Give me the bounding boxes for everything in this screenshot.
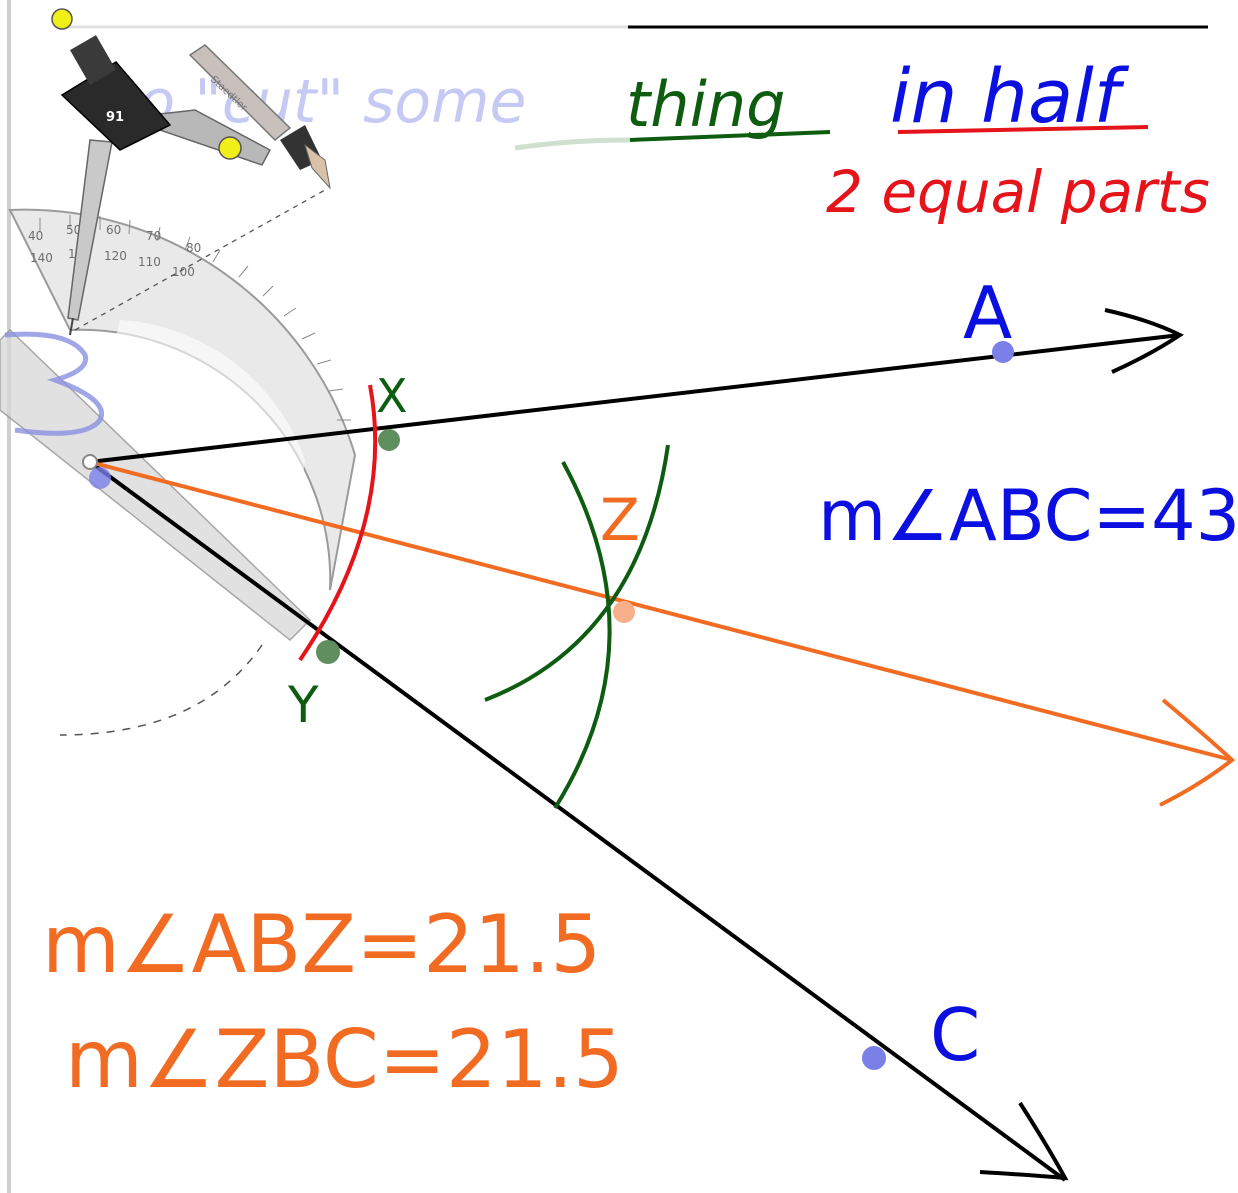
dashed-arc	[59, 644, 263, 736]
label-c: C	[930, 993, 980, 1077]
protractor-label-60: 60	[106, 223, 121, 237]
ruler-handle[interactable]	[51, 8, 73, 30]
bisector-arrowhead	[1159, 698, 1236, 807]
point-y[interactable]	[316, 640, 340, 664]
ray-bz-bisector	[89, 460, 1233, 762]
compass-top-knob	[70, 35, 116, 85]
protractor-label-110: 110	[138, 255, 161, 269]
point-z[interactable]	[613, 601, 635, 623]
in-half-underline	[897, 125, 1149, 134]
label-a: A	[963, 271, 1012, 355]
protractor-label-80: 80	[186, 241, 201, 255]
compass-icon[interactable]: Staedtler 91	[60, 35, 331, 336]
protractor-ticks	[39, 215, 351, 421]
compass-pencil	[188, 44, 292, 142]
arc-from-y-green	[484, 444, 670, 702]
protractor-inner-window	[100, 320, 305, 575]
protractor-label-120: 120	[104, 249, 127, 263]
ray-ba-arrowhead	[1104, 308, 1184, 374]
compass-readout: 91	[106, 110, 124, 125]
measure-abz: m∠ABZ=21.5	[42, 898, 601, 991]
measure-zbc: m∠ZBC=21.5	[65, 1013, 624, 1106]
protractor-label-140: 140	[30, 251, 53, 265]
ruler-straightedge[interactable]	[0, 328, 312, 642]
compass-leg-left	[67, 139, 113, 321]
protractor-label-70: 70	[146, 229, 161, 243]
thing-underline	[629, 130, 831, 142]
measure-abc: m∠ABC=43°	[818, 475, 1238, 557]
compass-dashed-guide	[74, 189, 326, 331]
compass-pencil-tip	[304, 143, 331, 190]
label-x: X	[376, 369, 408, 423]
label-y: Y	[287, 676, 319, 734]
arc-xy-red	[298, 384, 378, 662]
faint-underline	[514, 137, 631, 151]
compass-needle	[69, 317, 74, 336]
ray-bc-arrowhead	[979, 1101, 1069, 1181]
subtitle-equal-parts: 2 equal parts	[826, 158, 1210, 226]
protractor-label-50: 50	[66, 223, 81, 237]
point-a[interactable]	[992, 341, 1014, 363]
point-c[interactable]	[862, 1046, 886, 1070]
protractor-label-40: 40	[28, 229, 43, 243]
point-b-vertex	[82, 454, 98, 470]
protractor-label-100: 100	[172, 265, 195, 279]
label-z: Z	[600, 486, 640, 554]
point-b[interactable]	[89, 467, 111, 489]
ray-bc	[88, 460, 1067, 1182]
arc-from-x-green	[553, 461, 612, 810]
title-in-half: in half	[890, 54, 1130, 140]
point-x[interactable]	[378, 429, 400, 451]
title-thing: thing	[626, 68, 785, 141]
faint-b-label	[4, 331, 104, 436]
compass-handle[interactable]	[218, 136, 242, 160]
